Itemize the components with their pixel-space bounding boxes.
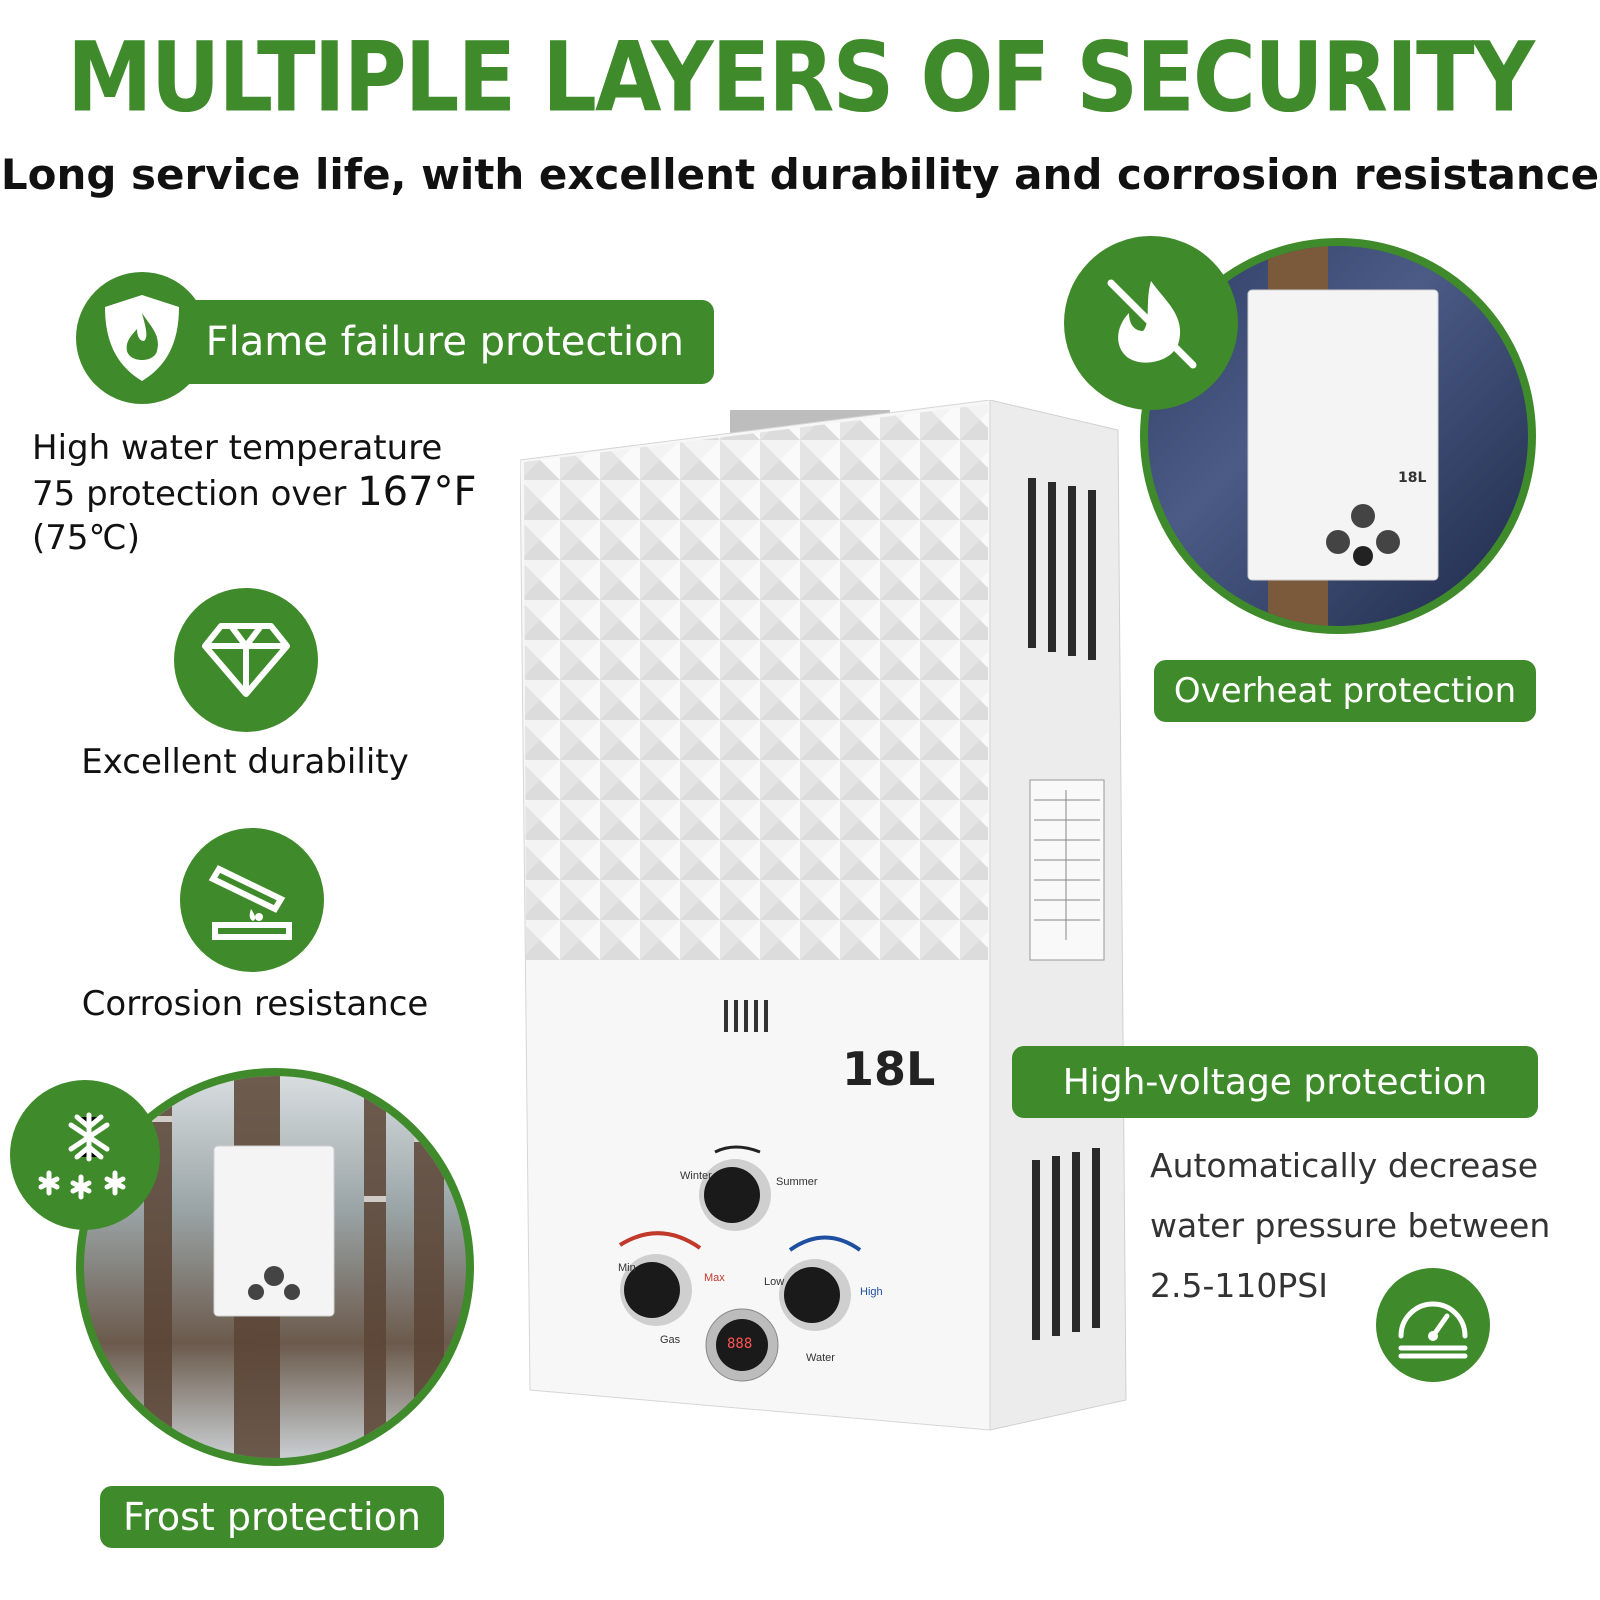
frost-badge	[10, 1080, 160, 1230]
pressure-line1: Automatically decrease	[1150, 1146, 1539, 1185]
high-voltage-label: High-voltage protection	[1062, 1061, 1488, 1103]
flame-failure-badge	[76, 272, 208, 404]
pressure-badge	[1376, 1268, 1490, 1382]
knob-label-gas: Gas	[660, 1334, 681, 1346]
knob-label-low: Low	[764, 1276, 785, 1288]
test-tube-drip-icon	[208, 865, 292, 940]
flame-failure-label: Flame failure protection	[205, 319, 684, 365]
knob-label-min: Min	[618, 1262, 636, 1274]
page-title: MULTIPLE LAYERS OF SECURITY	[67, 22, 1535, 134]
product-display: 888	[727, 1336, 753, 1352]
overheat-label: Overheat protection	[1173, 671, 1517, 711]
diamond-icon	[202, 623, 290, 697]
water-heater-image	[519, 399, 1127, 1431]
corrosion-badge	[180, 828, 324, 972]
overheat-badge	[1064, 236, 1238, 410]
knob-label-high: High	[860, 1286, 883, 1298]
durability-label: Excellent durability	[81, 742, 409, 782]
durability-badge	[174, 588, 318, 732]
knob-label-summer: Summer	[776, 1176, 818, 1188]
high-temp-text: High water temperature 75 protection ove…	[32, 426, 477, 560]
pressure-gauge-icon	[1398, 1301, 1468, 1359]
knob-label-max: Max	[704, 1272, 725, 1284]
flame-failure-pill: Flame failure protection	[150, 300, 714, 384]
knob-label-water: Water	[806, 1352, 835, 1364]
corrosion-label: Corrosion resistance	[81, 984, 429, 1024]
high-temp-line2: 75 protection over 167°F	[32, 469, 477, 515]
page-subtitle: Long service life, with excellent durabi…	[0, 150, 1600, 199]
overheat-photo: 18L	[1140, 238, 1536, 634]
high-temp-line3: (75℃)	[32, 518, 140, 558]
overheat-pill: Overheat protection	[1154, 660, 1536, 722]
no-flame-icon	[1107, 279, 1197, 369]
pressure-line2: water pressure between	[1150, 1206, 1551, 1245]
snowflake-icon	[38, 1112, 126, 1200]
shield-flame-icon	[105, 295, 179, 381]
frost-label: Frost protection	[122, 1495, 422, 1539]
product-capacity-label: 18L	[842, 1042, 936, 1096]
pressure-line3: 2.5-110PSI	[1150, 1266, 1328, 1305]
pressure-text: Automatically decrease water pressure be…	[1150, 1136, 1550, 1316]
heater-on-tree-image: 18L	[1247, 246, 1439, 626]
high-temp-value: 167°F	[357, 469, 477, 515]
svg-text:18L: 18L	[1398, 470, 1426, 486]
high-temp-line1: High water temperature	[32, 428, 443, 468]
high-voltage-pill: High-voltage protection	[1012, 1046, 1538, 1118]
frost-pill: Frost protection	[100, 1486, 444, 1548]
water-heater-product	[519, 399, 1140, 1440]
knob-label-winter: Winter	[680, 1170, 712, 1182]
